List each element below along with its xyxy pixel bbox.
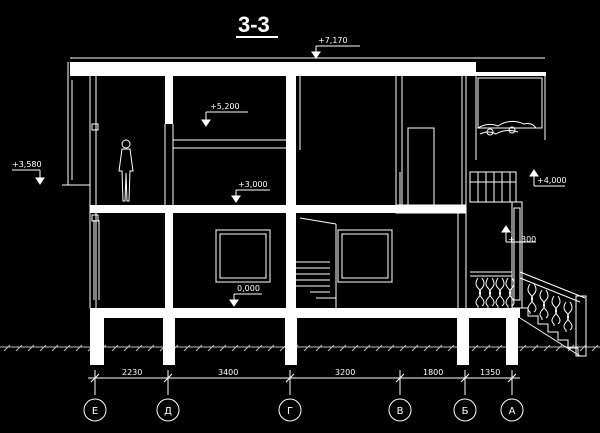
level-ground-floor: 0,000	[237, 284, 260, 293]
dimension-1: 2230	[122, 368, 142, 377]
dimension-5: 1350	[480, 368, 500, 377]
wall-d-upper	[165, 76, 173, 124]
axis-label-e: Е	[92, 406, 98, 417]
building-section	[70, 57, 546, 365]
level-left-canopy: +3,580	[12, 160, 42, 169]
axis-label-b: Б	[462, 406, 469, 417]
floor-slab-2	[90, 205, 466, 213]
dimension-3: 3200	[335, 368, 355, 377]
level-balcony: +4,000	[537, 176, 567, 185]
floor-slab-1	[90, 308, 520, 318]
foundation-a	[506, 318, 518, 365]
axis-label-a: А	[509, 406, 516, 417]
level-porch: 300	[521, 235, 536, 244]
dimension-chain	[88, 370, 520, 395]
level-upper-ceiling: +5,200	[210, 102, 240, 111]
axis-label-d: Д	[164, 406, 172, 417]
level-second-floor: +3,000	[238, 180, 268, 189]
dimension-4: 1800	[423, 368, 443, 377]
level-marks	[12, 45, 565, 307]
human-figure	[118, 139, 134, 202]
axis-label-v: В	[397, 406, 404, 417]
section-title: 3-3	[238, 12, 270, 37]
foundation-g	[285, 318, 297, 365]
level-porch-sign: +	[508, 235, 515, 244]
axis-markers	[83, 398, 524, 422]
foundation-e	[90, 318, 104, 365]
outline-lines	[62, 62, 587, 357]
ornament	[475, 120, 537, 160]
axis-label-g: Г	[287, 406, 293, 417]
dimension-2: 3400	[218, 368, 238, 377]
foundation-d	[163, 318, 175, 365]
roof-overhang	[476, 72, 546, 76]
balustrade	[475, 277, 573, 332]
wall-g	[286, 76, 296, 308]
roof-slab	[70, 62, 476, 76]
foundation-b	[457, 318, 469, 365]
wall-d-lower	[165, 213, 173, 308]
level-roof: +7,170	[318, 36, 348, 45]
